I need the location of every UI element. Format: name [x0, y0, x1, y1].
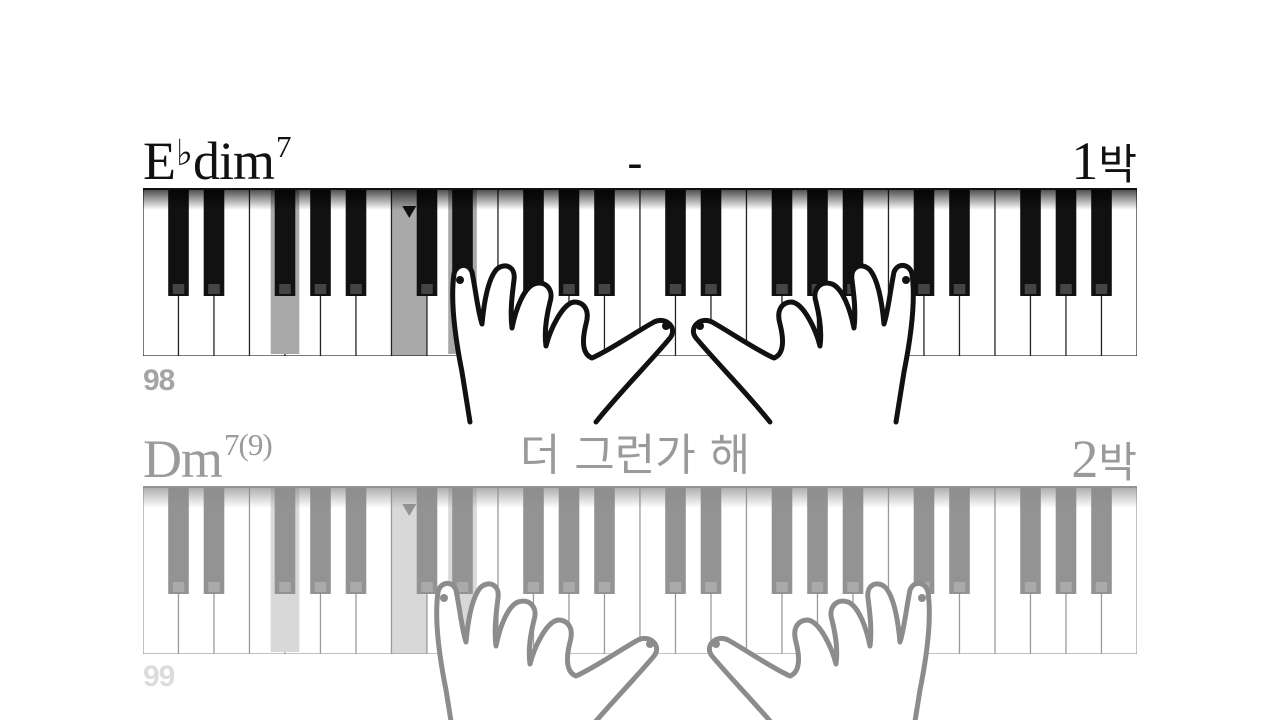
black-key	[523, 486, 544, 594]
white-key	[674, 486, 712, 654]
white-key	[745, 486, 783, 654]
left-hand	[453, 265, 673, 422]
keyboard-top-shadow	[143, 486, 1137, 508]
white-key	[710, 486, 748, 654]
beat-count: 2박	[1071, 429, 1137, 489]
black-key	[168, 486, 189, 594]
left-hand	[437, 583, 657, 720]
black-key	[665, 188, 686, 296]
black-key	[594, 188, 615, 296]
black-key	[700, 188, 722, 296]
black-key	[416, 188, 438, 296]
black-key	[771, 486, 793, 594]
white-key	[603, 486, 641, 654]
black-key	[665, 486, 686, 594]
white-key	[319, 486, 357, 654]
chord-name: E♭dim7	[143, 129, 291, 191]
black-key	[1055, 486, 1077, 594]
black-key	[700, 486, 722, 594]
white-key	[390, 486, 428, 654]
white-key	[177, 486, 215, 654]
black-key	[270, 486, 300, 652]
chord-name: Dm7(9)	[143, 427, 273, 489]
white-key	[639, 486, 677, 654]
black-key	[310, 188, 331, 296]
black-key	[1091, 188, 1112, 296]
lyric-text: -	[627, 138, 643, 189]
white-key	[355, 486, 393, 654]
white-key	[1100, 486, 1137, 654]
black-key	[1020, 486, 1041, 594]
black-key	[270, 188, 300, 354]
white-key	[213, 486, 251, 654]
white-key	[284, 486, 322, 654]
white-key	[248, 486, 286, 654]
right-hand	[693, 265, 913, 422]
black-key	[345, 188, 367, 296]
beat-count: 1박	[1071, 131, 1137, 191]
right-hand	[709, 583, 929, 720]
black-key	[807, 486, 828, 594]
black-key	[949, 188, 970, 296]
white-key	[994, 486, 1032, 654]
black-key	[168, 188, 189, 296]
keyboard-top-shadow	[143, 188, 1137, 210]
black-key	[558, 486, 580, 594]
black-key	[416, 486, 438, 594]
black-key	[1091, 486, 1112, 594]
white-key	[958, 486, 996, 654]
white-key	[1065, 486, 1103, 654]
black-key	[842, 486, 864, 594]
black-key	[1055, 188, 1077, 296]
black-key	[203, 188, 225, 296]
black-key	[345, 486, 367, 594]
black-key	[558, 188, 580, 296]
black-key	[310, 486, 331, 594]
white-key	[143, 486, 180, 654]
white-key	[1029, 486, 1067, 654]
measure-number: 98	[143, 364, 175, 397]
measure-number: 99	[143, 660, 175, 693]
black-key	[594, 486, 615, 594]
black-key	[203, 486, 225, 594]
lyric-text: 더 그런가 해	[519, 430, 751, 481]
black-key	[913, 188, 935, 296]
black-key	[949, 486, 970, 594]
white-key	[568, 486, 606, 654]
black-key	[1020, 188, 1041, 296]
black-key	[771, 188, 793, 296]
